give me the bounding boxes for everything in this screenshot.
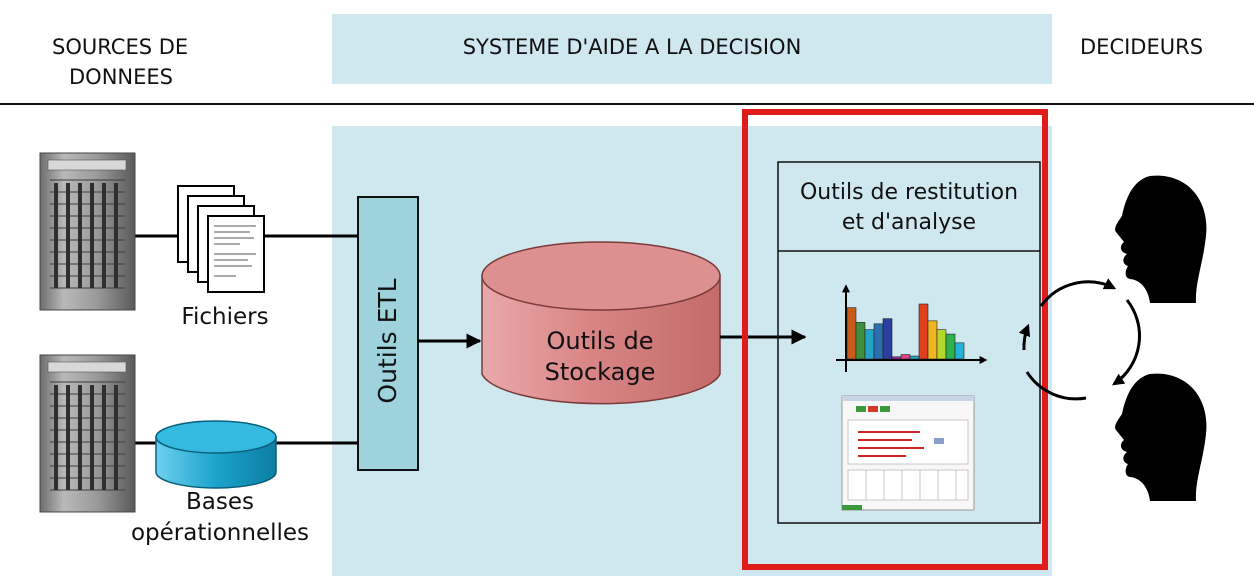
highlight-frame [742, 109, 1048, 570]
server-icon [39, 354, 136, 513]
chart-bar [891, 356, 902, 360]
etl-label: Outils ETL [373, 278, 402, 404]
storage-label-line2: Stockage [544, 358, 656, 386]
chart-bar [882, 318, 893, 360]
chart-bar [945, 333, 956, 360]
person-head-icon [1115, 373, 1207, 501]
chart-bar [927, 320, 938, 360]
person-head-icon [1115, 175, 1207, 303]
sources-header: SOURCES DE DONNEES [52, 32, 252, 92]
restitution-label: Outils de restitution et d'analyse [778, 178, 1040, 238]
interaction-cycle-arrows [1018, 278, 1141, 401]
restitution-label-line2: et d'analyse [841, 210, 977, 235]
restitution-box [777, 161, 1041, 524]
databases-label: Bases opérationnelles [110, 487, 330, 549]
files-label: Fichiers [181, 304, 269, 330]
chart-bar [846, 307, 857, 360]
files-icon [177, 185, 265, 293]
database-cylinder [155, 420, 277, 489]
chart-bar [918, 303, 929, 360]
deciders-header: DECIDEURS [1080, 35, 1204, 59]
chart-bar [909, 355, 920, 360]
chart-bar [936, 329, 947, 360]
storage-label-line1: Outils de [546, 327, 654, 355]
header-band [332, 14, 1052, 84]
chart-bar [873, 323, 884, 360]
databases-label-line1: Bases [186, 489, 254, 515]
etl-box [357, 196, 419, 471]
sources-header-line2: DONNEES [69, 65, 173, 89]
restitution-label-line1: Outils de restitution [799, 180, 1019, 205]
chart-bar [864, 329, 875, 360]
chart-bar [855, 322, 866, 360]
databases-label-line2: opérationnelles [130, 520, 310, 546]
server-icon [39, 152, 136, 311]
chart-bar [900, 354, 911, 360]
chart-bar [954, 342, 965, 360]
chart-bars [846, 303, 965, 360]
system-header: SYSTEME D'AIDE A LA DECISION [462, 35, 802, 59]
dashboard-thumbnail [841, 395, 975, 511]
storage-cylinder [481, 241, 721, 405]
sources-header-line1: SOURCES DE [52, 35, 189, 59]
storage-label: Outils de Stockage [490, 326, 710, 388]
